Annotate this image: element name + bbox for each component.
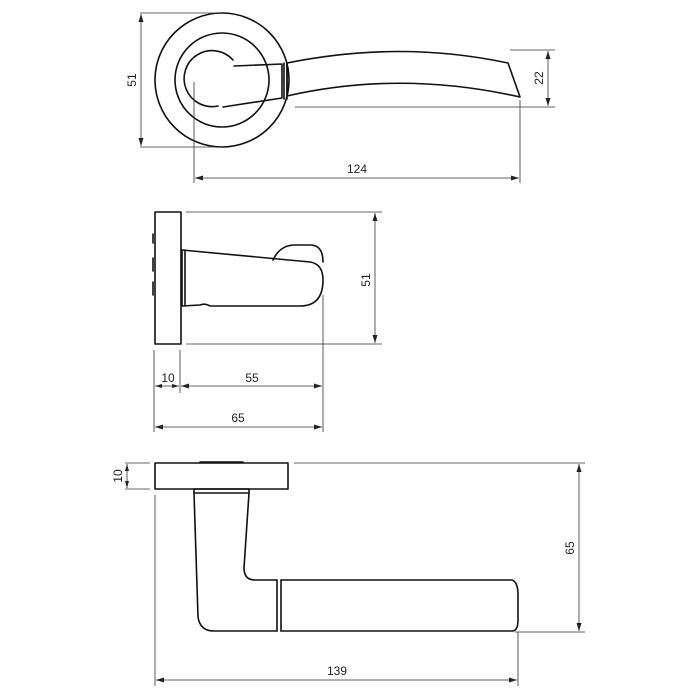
dimension-label-top-rosette-thickness: 10 (111, 469, 125, 483)
side-view: 51 10 55 65 (152, 211, 382, 432)
lever-arm (286, 50, 521, 98)
arrow-icon (545, 51, 551, 59)
lever-neck (222, 63, 283, 108)
arrow-icon (156, 677, 164, 683)
dimension-label-rosette-thickness: 10 (161, 371, 175, 385)
arrow-icon (576, 464, 582, 472)
arrow-icon (155, 424, 163, 430)
dimension-label-rosette-diameter: 51 (125, 73, 139, 87)
lever-body-side (181, 249, 324, 307)
rosette-middle-circle (174, 32, 270, 128)
dimension-label-side-height: 51 (359, 273, 373, 287)
arrow-icon (576, 623, 582, 631)
dimension-label-top-overall-projection: 65 (563, 541, 577, 555)
arrow-icon (125, 481, 129, 488)
dimension-label-side-overall: 65 (231, 411, 245, 425)
arrow-icon (511, 175, 519, 181)
lever-grip-top (280, 579, 519, 632)
rosette-inner-arc (183, 49, 234, 108)
arrow-icon (314, 424, 322, 430)
arrow-icon (314, 383, 322, 389)
arrow-icon (545, 98, 551, 106)
arrow-icon (125, 464, 129, 471)
arrow-icon (181, 383, 189, 389)
front-view: 51 22 124 (125, 12, 555, 183)
arrow-icon (155, 384, 162, 388)
arrow-icon (138, 14, 144, 22)
dimension-label-overall-length: 124 (347, 162, 367, 176)
arrow-icon (509, 677, 517, 683)
lever-tip-hump (272, 244, 324, 263)
arrow-icon (372, 335, 378, 343)
arrow-icon (138, 138, 144, 146)
arrow-icon (372, 213, 378, 221)
arrow-icon (172, 384, 179, 388)
lever-neck-top (193, 492, 278, 632)
rosette-plate-top (154, 462, 289, 490)
top-view: 10 65 139 (111, 461, 585, 686)
rosette-plate (154, 211, 182, 345)
dimension-label-top-overall-length: 139 (327, 664, 347, 678)
lever-collar (193, 488, 250, 494)
dimension-label-lever-height: 22 (532, 71, 546, 85)
arrow-icon (195, 175, 203, 181)
dimension-label-lever-projection: 55 (245, 371, 259, 385)
